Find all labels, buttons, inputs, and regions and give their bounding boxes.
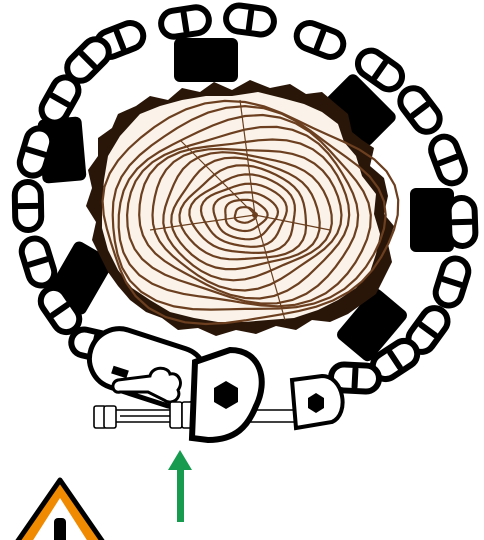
chain-link-inner	[184, 13, 187, 31]
green-up-arrow-icon	[168, 450, 192, 522]
chain-shackle-connector	[82, 321, 343, 440]
chain-link-inner	[355, 369, 356, 387]
chain-link-inner	[453, 222, 471, 223]
rubber-pad	[174, 38, 238, 82]
warning-triangle-icon	[15, 480, 105, 540]
chain-link-inner	[249, 11, 251, 29]
